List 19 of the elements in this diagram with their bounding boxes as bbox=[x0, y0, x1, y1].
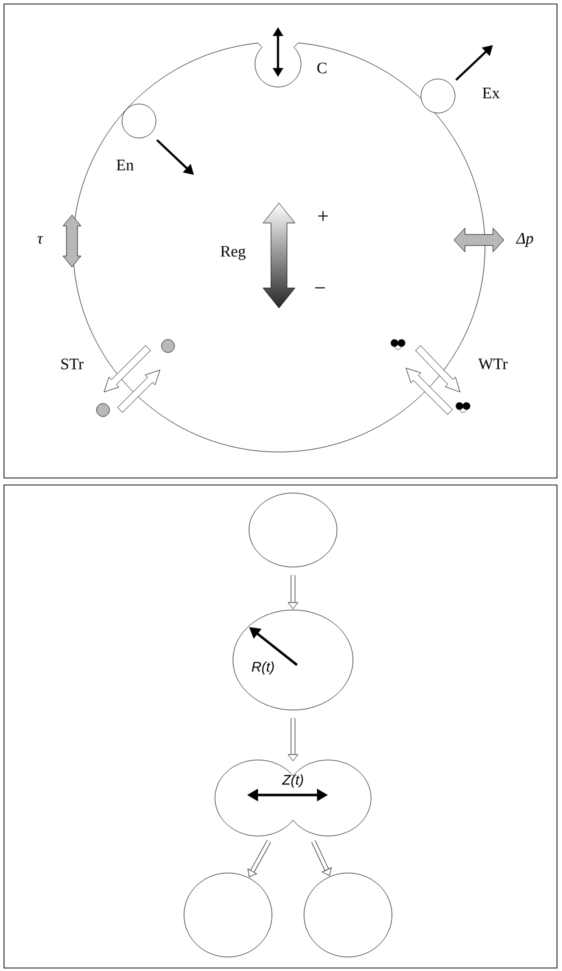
text-label: Ex bbox=[482, 88, 500, 98]
dividing-cell: Z(t) bbox=[214, 760, 372, 836]
text-label: En bbox=[116, 160, 134, 170]
text-label: Reg bbox=[220, 246, 246, 260]
text-label: + bbox=[318, 211, 328, 221]
hollow-arrow bbox=[288, 575, 298, 610]
cell bbox=[184, 872, 272, 958]
hollow-arrow bbox=[288, 718, 298, 762]
cell bbox=[304, 872, 392, 958]
text-label: C bbox=[317, 62, 326, 74]
cell bbox=[248, 492, 338, 568]
text-label: Δp bbox=[516, 233, 534, 247]
text-label: WTr bbox=[478, 358, 508, 370]
text-label: STr bbox=[61, 358, 84, 370]
text-label: − bbox=[315, 287, 325, 288]
cell: R(t) bbox=[232, 610, 354, 710]
hollow-arrow bbox=[311, 840, 332, 876]
text-label: τ bbox=[38, 236, 44, 244]
hollow-arrow bbox=[248, 840, 271, 878]
